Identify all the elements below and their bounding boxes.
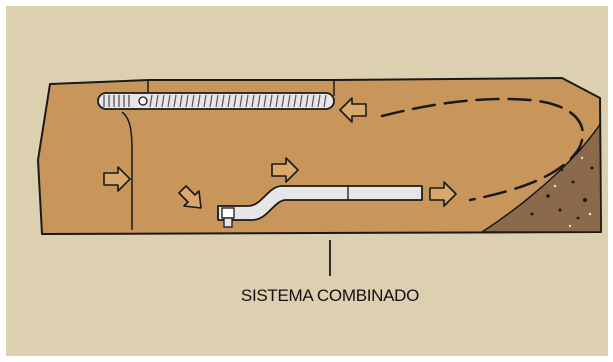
soil-particles	[530, 166, 594, 220]
compacted-soil-area	[479, 123, 602, 233]
flow-path-dashed	[380, 97, 584, 202]
arrow-left-icon	[339, 97, 367, 123]
top-trench	[147, 80, 335, 96]
arrow-right-icon	[103, 166, 131, 192]
soil-particles-light	[553, 156, 592, 228]
soil-block	[37, 77, 602, 235]
pipe-inlet-stub	[223, 217, 233, 228]
trench-line	[121, 111, 133, 230]
pipe-inlet-fitting	[221, 207, 235, 219]
arrow-down-right-icon	[178, 185, 202, 209]
arrow-right-icon	[429, 181, 457, 207]
arrow-right-icon	[271, 157, 299, 183]
lower-drain-pipe	[217, 185, 423, 228]
figure-caption: SISTEMA COMBINADO	[240, 286, 420, 305]
upper-drain-pipe	[97, 92, 335, 110]
pipe-joint	[138, 96, 148, 106]
